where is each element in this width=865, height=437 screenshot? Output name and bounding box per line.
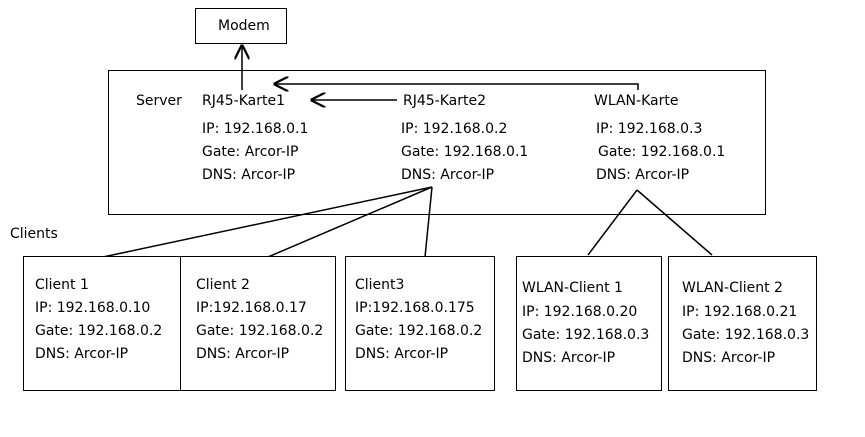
client-ip: IP: 192.168.0.10 (35, 300, 151, 316)
card-ip: IP: 192.168.0.3 (596, 121, 703, 137)
client-name: Client3 (355, 277, 405, 293)
client-dns: DNS: Arcor-IP (522, 350, 616, 366)
card-gate: Gate: Arcor-IP (202, 144, 299, 160)
client-ip: IP: 192.168.0.21 (682, 304, 798, 320)
clients-label: Clients (10, 226, 58, 242)
client-ip: IP: 192.168.0.20 (522, 304, 638, 320)
client-box-2 (180, 256, 336, 391)
client-name: Client 2 (196, 277, 250, 293)
client-dns: DNS: Arcor-IP (355, 346, 449, 362)
card-name: WLAN-Karte (594, 93, 679, 109)
card-name: RJ45-Karte1 (202, 93, 286, 109)
client-gate: Gate: 192.168.0.2 (35, 323, 163, 339)
card-dns: DNS: Arcor-IP (596, 167, 690, 183)
card-dns: DNS: Arcor-IP (401, 167, 495, 183)
wlan-karte1-arrow (275, 84, 639, 90)
client-box-4 (516, 256, 662, 391)
client-dns: DNS: Arcor-IP (196, 346, 290, 362)
card-gate: Gate: 192.168.0.1 (401, 144, 529, 160)
card-ip: IP: 192.168.0.2 (401, 121, 508, 137)
client-box-3 (345, 256, 495, 391)
client-gate: Gate: 192.168.0.2 (196, 323, 324, 339)
card-name: RJ45-Karte2 (403, 93, 487, 109)
link-wlan-client1 (587, 189, 638, 256)
client-gate: Gate: 192.168.0.2 (355, 323, 483, 339)
modem-box: Modem (195, 8, 287, 44)
link-wlan-client2 (636, 189, 713, 256)
link-client2 (267, 186, 433, 258)
client-box-5 (668, 256, 817, 391)
client-gate: Gate: 192.168.0.3 (522, 327, 650, 343)
client-ip: IP:192.168.0.17 (196, 300, 307, 316)
link-client1 (102, 186, 433, 258)
card-ip: IP: 192.168.0.1 (202, 121, 309, 137)
client-dns: DNS: Arcor-IP (35, 346, 129, 362)
card-dns: DNS: Arcor-IP (202, 167, 296, 183)
server-box: Server RJ45-Karte1 IP: 192.168.0.1 Gate:… (108, 70, 766, 215)
client-name: Client 1 (35, 277, 89, 293)
card-gate: Gate: 192.168.0.1 (598, 144, 726, 160)
client-dns: DNS: Arcor-IP (682, 350, 776, 366)
client-ip: IP:192.168.0.175 (355, 300, 475, 316)
client-gate: Gate: 192.168.0.3 (682, 327, 810, 343)
link-client3 (424, 186, 433, 258)
server-label: Server (136, 93, 182, 109)
modem-label: Modem (218, 18, 270, 34)
client-name: WLAN-Client 2 (682, 280, 783, 296)
client-name: WLAN-Client 1 (522, 280, 623, 296)
